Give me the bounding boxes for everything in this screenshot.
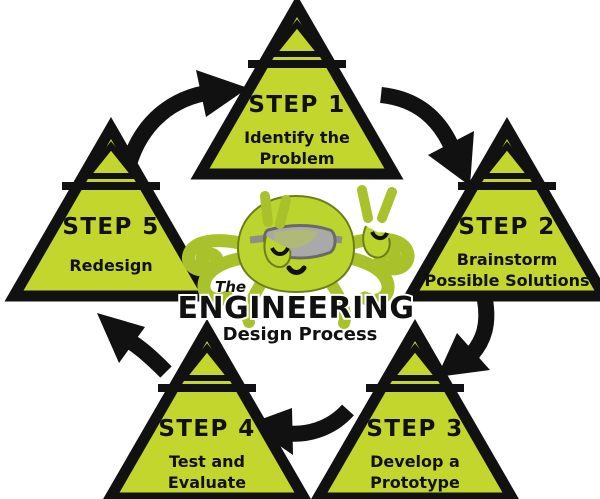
octopus-mascot-icon xyxy=(182,185,415,329)
arrow-group xyxy=(97,70,495,455)
logo-design-process-text: Design Process xyxy=(223,324,378,345)
center-logo: The ENGINEERING Design Process xyxy=(176,185,416,347)
triangle-step-3[interactable]: STEP 3 Develop a Prototype xyxy=(318,330,512,498)
step-1-label: STEP 1 xyxy=(248,92,345,118)
arrow-step4-to-step5 xyxy=(97,313,172,378)
step-5-label: STEP 5 xyxy=(62,214,159,240)
step-3-description-line2: Prototype xyxy=(370,473,460,492)
step-5-description-line1: Redesign xyxy=(69,256,152,275)
step-3-description-line1: Develop a xyxy=(370,452,460,471)
rock-hand-left-icon xyxy=(260,191,292,268)
step-4-label: STEP 4 xyxy=(158,416,255,442)
step-2-label: STEP 2 xyxy=(458,214,555,240)
step-4-description-line1: Test and xyxy=(169,452,245,471)
arrow-step1-to-step2 xyxy=(379,87,474,186)
step-3-label: STEP 3 xyxy=(366,416,463,442)
triangle-step-2[interactable]: STEP 2 Brainstorm Possible Solutions xyxy=(410,128,600,296)
step-4-description-line2: Evaluate xyxy=(168,473,246,492)
step-1-description-line1: Identify the xyxy=(244,128,350,147)
logo-wordmark: The ENGINEERING Design Process xyxy=(176,278,416,347)
arrow-step2-to-step3 xyxy=(437,298,495,377)
triangle-step-1[interactable]: STEP 1 Identify the Problem xyxy=(200,6,394,174)
step-1-description-line2: Problem xyxy=(259,149,334,168)
triangle-step-4[interactable]: STEP 4 Test and Evaluate xyxy=(110,330,304,498)
step-2-description-line2: Possible Solutions xyxy=(424,271,589,290)
logo-the-text: The xyxy=(215,278,246,296)
rock-hand-right-icon xyxy=(357,185,397,259)
triangle-step-5[interactable]: STEP 5 Redesign xyxy=(14,128,208,296)
step-2-description-line1: Brainstorm xyxy=(457,250,557,269)
logo-engineering-text: ENGINEERING xyxy=(178,291,415,326)
